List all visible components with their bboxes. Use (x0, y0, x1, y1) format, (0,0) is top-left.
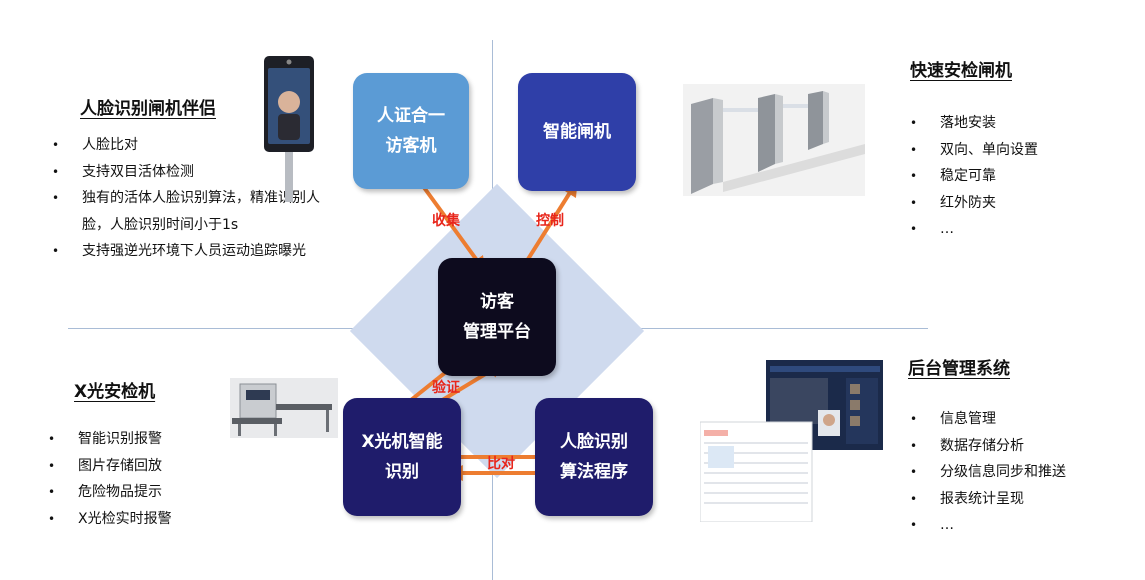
list-item: 危险物品提示 (48, 479, 248, 506)
list-item: 分级信息同步和推送 (910, 459, 1130, 486)
list-item: 稳定可靠 (910, 163, 1110, 190)
platform-line-1: 访客 (480, 292, 514, 312)
fast-gate-title: 快速安检闸机 (910, 61, 1012, 81)
face-algorithm-box: 人脸识别 算法程序 (535, 398, 653, 516)
xray-features: 智能识别报警 图片存储回放 危险物品提示 X光检实时报警 (48, 426, 248, 532)
list-item: 独有的活体人脸识别算法，精准识别人脸，人脸识别时间小于1s (52, 185, 342, 238)
label-verify: 验证 (432, 380, 460, 396)
platform-line-2: 管理平台 (463, 322, 531, 342)
list-item: … (910, 216, 1110, 243)
face-gate-features: 人脸比对 支持双目活体检测 独有的活体人脸识别算法，精准识别人脸，人脸识别时间小… (52, 132, 342, 265)
xray-title: X光安检机 (74, 382, 156, 402)
face-algo-line-1: 人脸识别 (560, 432, 628, 452)
list-item: 落地安装 (910, 110, 1110, 137)
arrow-collect (418, 180, 486, 273)
list-item: 支持双目活体检测 (52, 159, 342, 186)
visitor-platform-box: 访客 管理平台 (438, 258, 556, 376)
list-item: 双向、单向设置 (910, 137, 1110, 164)
turnstile-gate-icon (683, 84, 865, 196)
smart-gate-line-1: 智能闸机 (543, 122, 611, 142)
xray-line-1: X光机智能 (361, 432, 443, 452)
label-control: 控制 (536, 213, 564, 229)
face-algo-line-2: 算法程序 (560, 462, 628, 482)
list-item: 报表统计呈现 (910, 486, 1130, 513)
backend-features: 信息管理 数据存储分析 分级信息同步和推送 报表统计呈现 … (910, 406, 1130, 539)
label-collect: 收集 (432, 213, 460, 229)
list-item: 人脸比对 (52, 132, 342, 159)
xray-smart-recognition-box: X光机智能 识别 (343, 398, 461, 516)
list-item: 数据存储分析 (910, 433, 1130, 460)
list-item: 支持强逆光环境下人员运动追踪曝光 (52, 238, 342, 265)
list-item: 图片存储回放 (48, 453, 248, 480)
face-recognition-terminal-icon (264, 56, 314, 202)
backend-title: 后台管理系统 (908, 359, 1010, 379)
list-item: 红外防夹 (910, 190, 1110, 217)
smart-gate-box: 智能闸机 (518, 73, 636, 191)
list-item: 信息管理 (910, 406, 1130, 433)
id-visitor-line-2: 访客机 (385, 136, 437, 156)
list-item: X光检实时报警 (48, 506, 248, 533)
face-gate-title: 人脸识别闸机伴侣 (80, 99, 216, 119)
management-dashboard-icon (700, 360, 883, 522)
xray-scanner-icon (230, 378, 338, 438)
label-compare: 比对 (487, 456, 515, 472)
xray-line-2: 识别 (385, 462, 419, 482)
fast-gate-features: 落地安装 双向、单向设置 稳定可靠 红外防夹 … (910, 110, 1110, 243)
id-visitor-line-1: 人证合一 (377, 106, 445, 126)
id-visitor-machine-box: 人证合一 访客机 (353, 73, 469, 189)
list-item: … (910, 512, 1130, 539)
list-item: 智能识别报警 (48, 426, 248, 453)
